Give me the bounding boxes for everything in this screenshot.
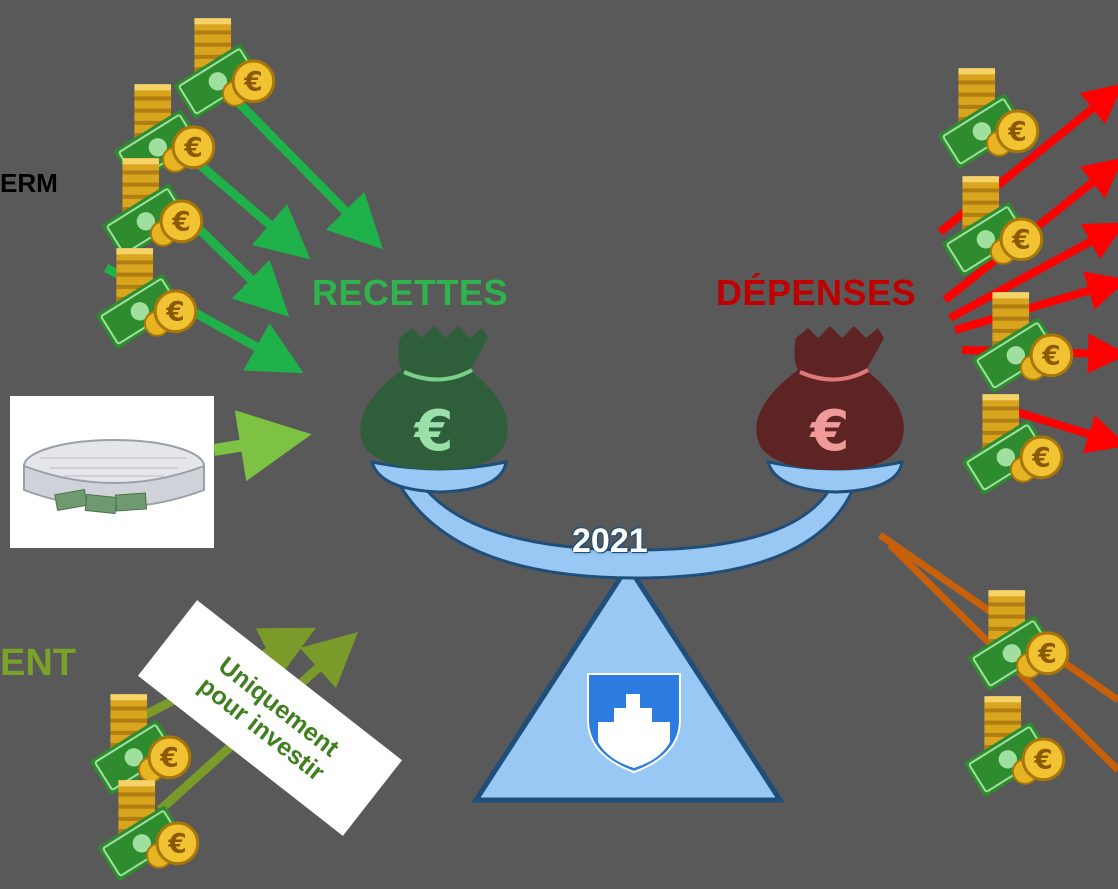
expense-arrow bbox=[953, 271, 1118, 334]
expense-arrow bbox=[948, 222, 1118, 322]
expense-arrow bbox=[1008, 406, 1118, 454]
coins-and-banknotes-icon bbox=[100, 156, 204, 260]
coins-and-banknotes-icon bbox=[936, 66, 1040, 170]
income-arrow bbox=[191, 221, 290, 317]
coins-and-banknotes-icon bbox=[970, 290, 1074, 394]
money-bag-euro-icon: € bbox=[413, 399, 454, 464]
income-bag: € bbox=[360, 326, 508, 470]
money-bag-euro-icon: € bbox=[809, 399, 850, 464]
label-recettes: RECETTES bbox=[312, 272, 509, 313]
income-arrow bbox=[197, 161, 311, 260]
coins-and-banknotes-icon bbox=[960, 392, 1064, 496]
coat-of-arms-icon bbox=[587, 673, 681, 774]
coins-and-banknotes-icon bbox=[962, 694, 1066, 798]
mattress-drawing bbox=[23, 439, 205, 515]
income-arrow bbox=[103, 263, 121, 279]
mattress-with-cash-icon bbox=[10, 396, 214, 548]
income-arrow bbox=[187, 306, 304, 374]
balance-beam bbox=[369, 460, 904, 580]
label-erm: ERM bbox=[0, 168, 58, 198]
label-year: 2021 bbox=[572, 522, 648, 560]
savings-arrow bbox=[213, 410, 312, 482]
income-arrows bbox=[103, 92, 383, 374]
coins-and-banknotes-icon bbox=[94, 246, 198, 350]
label-ent: ENT bbox=[0, 642, 76, 684]
label-depenses: DÉPENSES bbox=[716, 272, 917, 313]
income-arrow bbox=[228, 92, 383, 250]
coins-and-banknotes-icon bbox=[172, 16, 276, 120]
expense-bag: € bbox=[756, 326, 904, 470]
